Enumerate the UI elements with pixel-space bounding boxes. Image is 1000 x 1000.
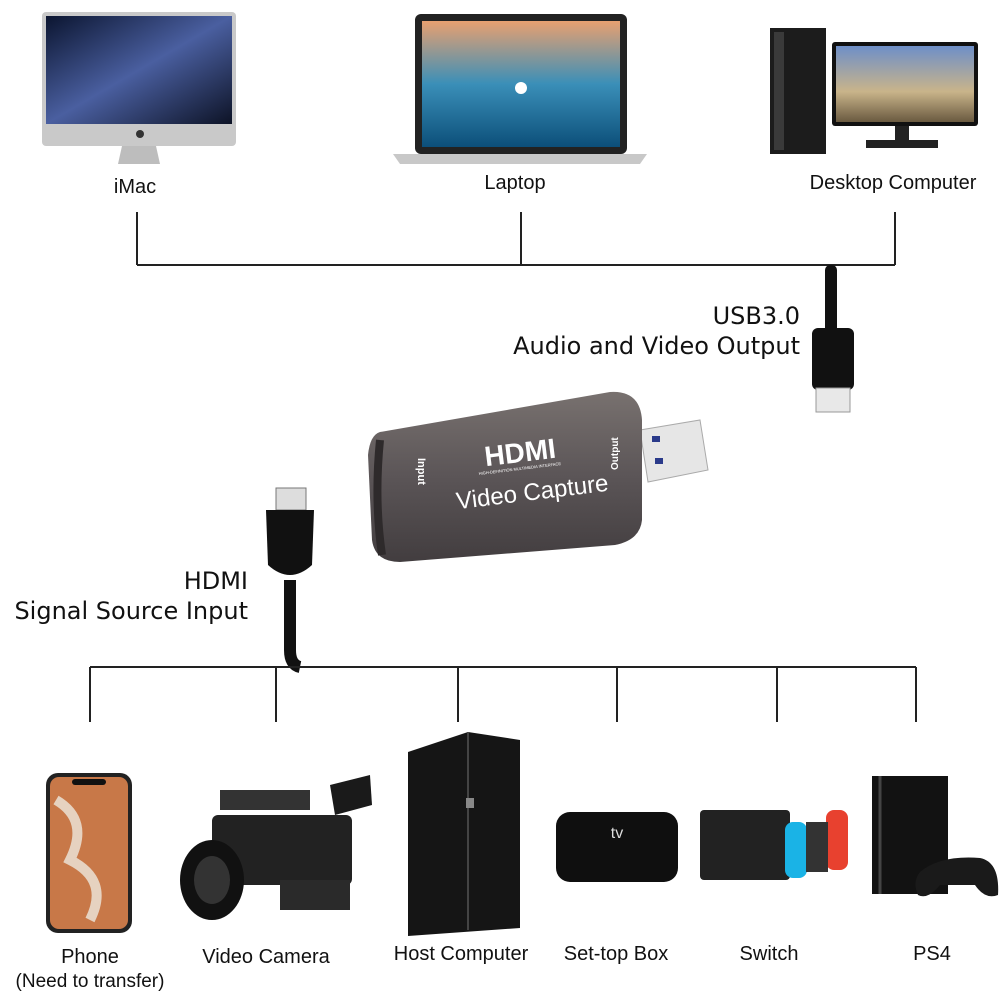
ps4-icon (872, 776, 999, 897)
usb-output-label-line1: USB3.0 (712, 302, 800, 330)
device-label-set-top-box: Set-top Box (563, 943, 669, 965)
device-label-video-camera: Video Camera (202, 946, 330, 968)
imac-icon (42, 12, 236, 164)
hdmi-input-label-line1: HDMI (183, 567, 248, 595)
top-connector-lines (136, 212, 896, 266)
set-top-box-icon: tv (556, 812, 678, 882)
svg-text:Input: Input (415, 458, 427, 485)
usb-plug-icon (812, 265, 854, 413)
svg-text:Output: Output (610, 437, 621, 470)
phone-icon (46, 773, 132, 933)
hdmi-video-capture-device: HDMI HIGH-DEFINITION MULTIMEDIA INTERFAC… (368, 391, 709, 562)
bottom-connector-lines (89, 666, 917, 722)
device-label-desktop-computer: Desktop Computer (809, 172, 977, 194)
video-camera-icon (180, 775, 372, 920)
device-label-phone: Phone (61, 946, 119, 968)
usb-output-label-line2: Audio and Video Output (513, 332, 800, 360)
hdmi-plug-icon (266, 487, 314, 673)
switch-icon (700, 810, 848, 880)
device-label-host-computer: Host Computer (393, 943, 529, 965)
device-label-switch: Switch (739, 943, 799, 965)
device-label-ps4: PS4 (913, 943, 951, 965)
device-label-imac: iMac (113, 176, 157, 198)
device-label-phone-note: (Need to transfer) (15, 971, 165, 992)
desktop-computer-icon (770, 28, 978, 154)
svg-text:tv: tv (611, 825, 623, 842)
laptop-icon (393, 14, 647, 164)
device-label-laptop: Laptop (484, 172, 546, 194)
hdmi-input-label-line2: Signal Source Input (14, 597, 248, 625)
host-computer-icon (408, 732, 520, 936)
